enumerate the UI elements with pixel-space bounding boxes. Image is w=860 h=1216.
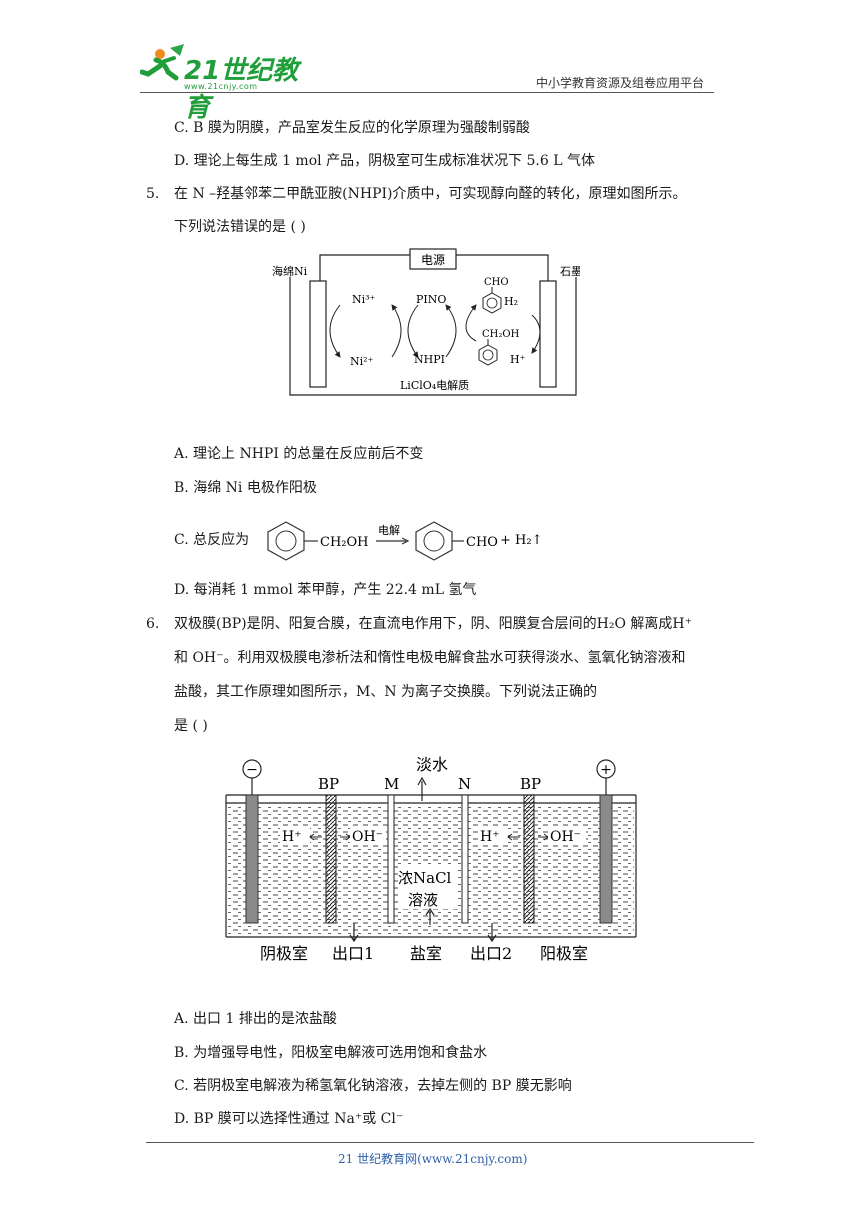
q4-option-c: C. B 膜为阴膜，产品室发生反应的化学原理为强酸制弱酸 — [174, 120, 530, 136]
left-electrode-label: 海绵Ni — [272, 264, 308, 278]
benzene-ring-icon — [267, 521, 305, 561]
ni2-label: Ni²⁺ — [350, 355, 374, 368]
h-ion-right: H⁺ — [480, 829, 500, 845]
q6-bipolar-membrane-diagram: − + BP M N BP 淡水 H⁺ OH⁻ H⁺ OH⁻ 浓NaCl 溶液 … — [225, 755, 637, 963]
salt-room-label: 盐室 — [410, 944, 442, 963]
cathode-room-label: 阴极室 — [260, 944, 308, 963]
logo-text: 21世纪教育 — [184, 56, 299, 123]
q6-stem-line3: 盐酸，其工作原理如图所示，M、N 为离子交换膜。下列说法正确的 — [174, 684, 598, 700]
logo-url: www.21cnjy.com — [184, 82, 258, 91]
electrolyte-label: LiClO₄电解质 — [400, 378, 469, 392]
nacl-solution-label-1: 浓NaCl — [398, 869, 452, 887]
bp-right-label: BP — [520, 775, 541, 793]
q6-option-a: A. 出口 1 排出的是浓盐酸 — [174, 1011, 337, 1027]
n-label: N — [458, 775, 471, 793]
oh-ion-left: OH⁻ — [352, 829, 383, 845]
q6-stem-line4: 是 ( ) — [174, 718, 208, 734]
bp-left-label: BP — [318, 775, 339, 793]
cho-label: CHO — [484, 277, 509, 288]
benzyl-alcohol-group: CH₂OH — [320, 535, 369, 550]
q5-option-a: A. 理论上 NHPI 的总量在反应前后不变 — [174, 446, 424, 462]
outlet-2-label: 出口2 — [470, 944, 512, 963]
positive-terminal-icon: + — [600, 762, 612, 778]
outlet-1-label: 出口1 — [332, 944, 374, 963]
q6-option-d: D. BP 膜可以选择性通过 Na⁺或 Cl⁻ — [174, 1111, 404, 1127]
hydrogen-product: + H₂↑ — [500, 533, 542, 548]
anode-room-label: 阳极室 — [540, 944, 588, 963]
q5-option-b: B. 海绵 Ni 电极作阳极 — [174, 480, 317, 496]
bp-membrane-left — [325, 794, 337, 924]
anode-electrode — [599, 794, 613, 924]
header-rule — [140, 92, 714, 93]
q6-number: 6. — [146, 616, 160, 632]
pino-label: PINO — [416, 293, 446, 306]
q5-stem-line2: 下列说法错误的是 ( ) — [174, 219, 306, 235]
electrolysis-condition: 电解 — [378, 523, 400, 537]
q5-option-c-equation: CH₂OH 电解 CHO + H₂↑ — [267, 521, 542, 561]
q5-electrolysis-diagram: 电源 海绵Ni 石墨 Ni³⁺ Ni²⁺ PINO NHPI CHO CH₂OH… — [272, 248, 580, 396]
benzaldehyde-group: CHO — [466, 535, 498, 550]
q5-option-c-prefix: C. 总反应为 — [174, 532, 250, 548]
benzene-ring-icon — [415, 521, 453, 561]
h-ion-left: H⁺ — [282, 829, 302, 845]
ch2oh-label: CH₂OH — [482, 329, 520, 340]
footer-rule — [146, 1142, 754, 1143]
q6-stem-line2: 和 OH⁻。利用双极膜电渗析法和惰性电极电解食盐水可获得淡水、氢氧化钠溶液和 — [174, 650, 686, 666]
footer-link[interactable]: 21 世纪教育网(www.21cnjy.com) — [338, 1152, 528, 1166]
fresh-water-label: 淡水 — [416, 755, 448, 774]
header-logo: 21世纪教育 www.21cnjy.com — [140, 44, 320, 123]
q6-option-c: C. 若阴极室电解液为稀氢氧化钠溶液，去掉左侧的 BP 膜无影响 — [174, 1078, 572, 1094]
hplus-label: H⁺ — [510, 353, 526, 366]
q6-option-b: B. 为增强导电性，阳极室电解液可选用饱和食盐水 — [174, 1045, 488, 1061]
runner-logo-icon — [140, 44, 184, 81]
q4-option-d: D. 理论上每生成 1 mol 产品，阴极室可生成标准状况下 5.6 L 气体 — [174, 153, 595, 169]
n-membrane — [461, 794, 469, 924]
q5-option-d: D. 每消耗 1 mmol 苯甲醇，产生 22.4 mL 氢气 — [174, 582, 477, 598]
m-label: M — [384, 775, 399, 793]
benzene-ring-icon — [482, 292, 502, 314]
header-platform-text: 中小学教育资源及组卷应用平台 — [536, 76, 705, 90]
q6-stem-line1: 双极膜(BP)是阴、阳复合膜，在直流电作用下，阴、阳膜复合层间的H₂O 解离成H… — [174, 616, 692, 632]
h2-label: H₂ — [504, 295, 518, 308]
ni3-label: Ni³⁺ — [352, 293, 376, 306]
q5-number: 5. — [146, 186, 160, 202]
benzene-ring-icon — [478, 344, 498, 366]
m-membrane — [387, 794, 395, 924]
nhpi-label: NHPI — [414, 353, 445, 366]
bp-membrane-right — [523, 794, 535, 924]
q5-stem-line1: 在 N –羟基邻苯二甲酰亚胺(NHPI)介质中，可实现醇向醛的转化，原理如图所示… — [174, 186, 687, 202]
right-electrode-label: 石墨 — [560, 265, 580, 278]
power-source-label: 电源 — [421, 253, 445, 267]
nacl-solution-label-2: 溶液 — [408, 891, 438, 909]
oh-ion-right: OH⁻ — [550, 829, 581, 845]
negative-terminal-icon: − — [246, 762, 258, 778]
cathode-electrode — [245, 794, 259, 924]
